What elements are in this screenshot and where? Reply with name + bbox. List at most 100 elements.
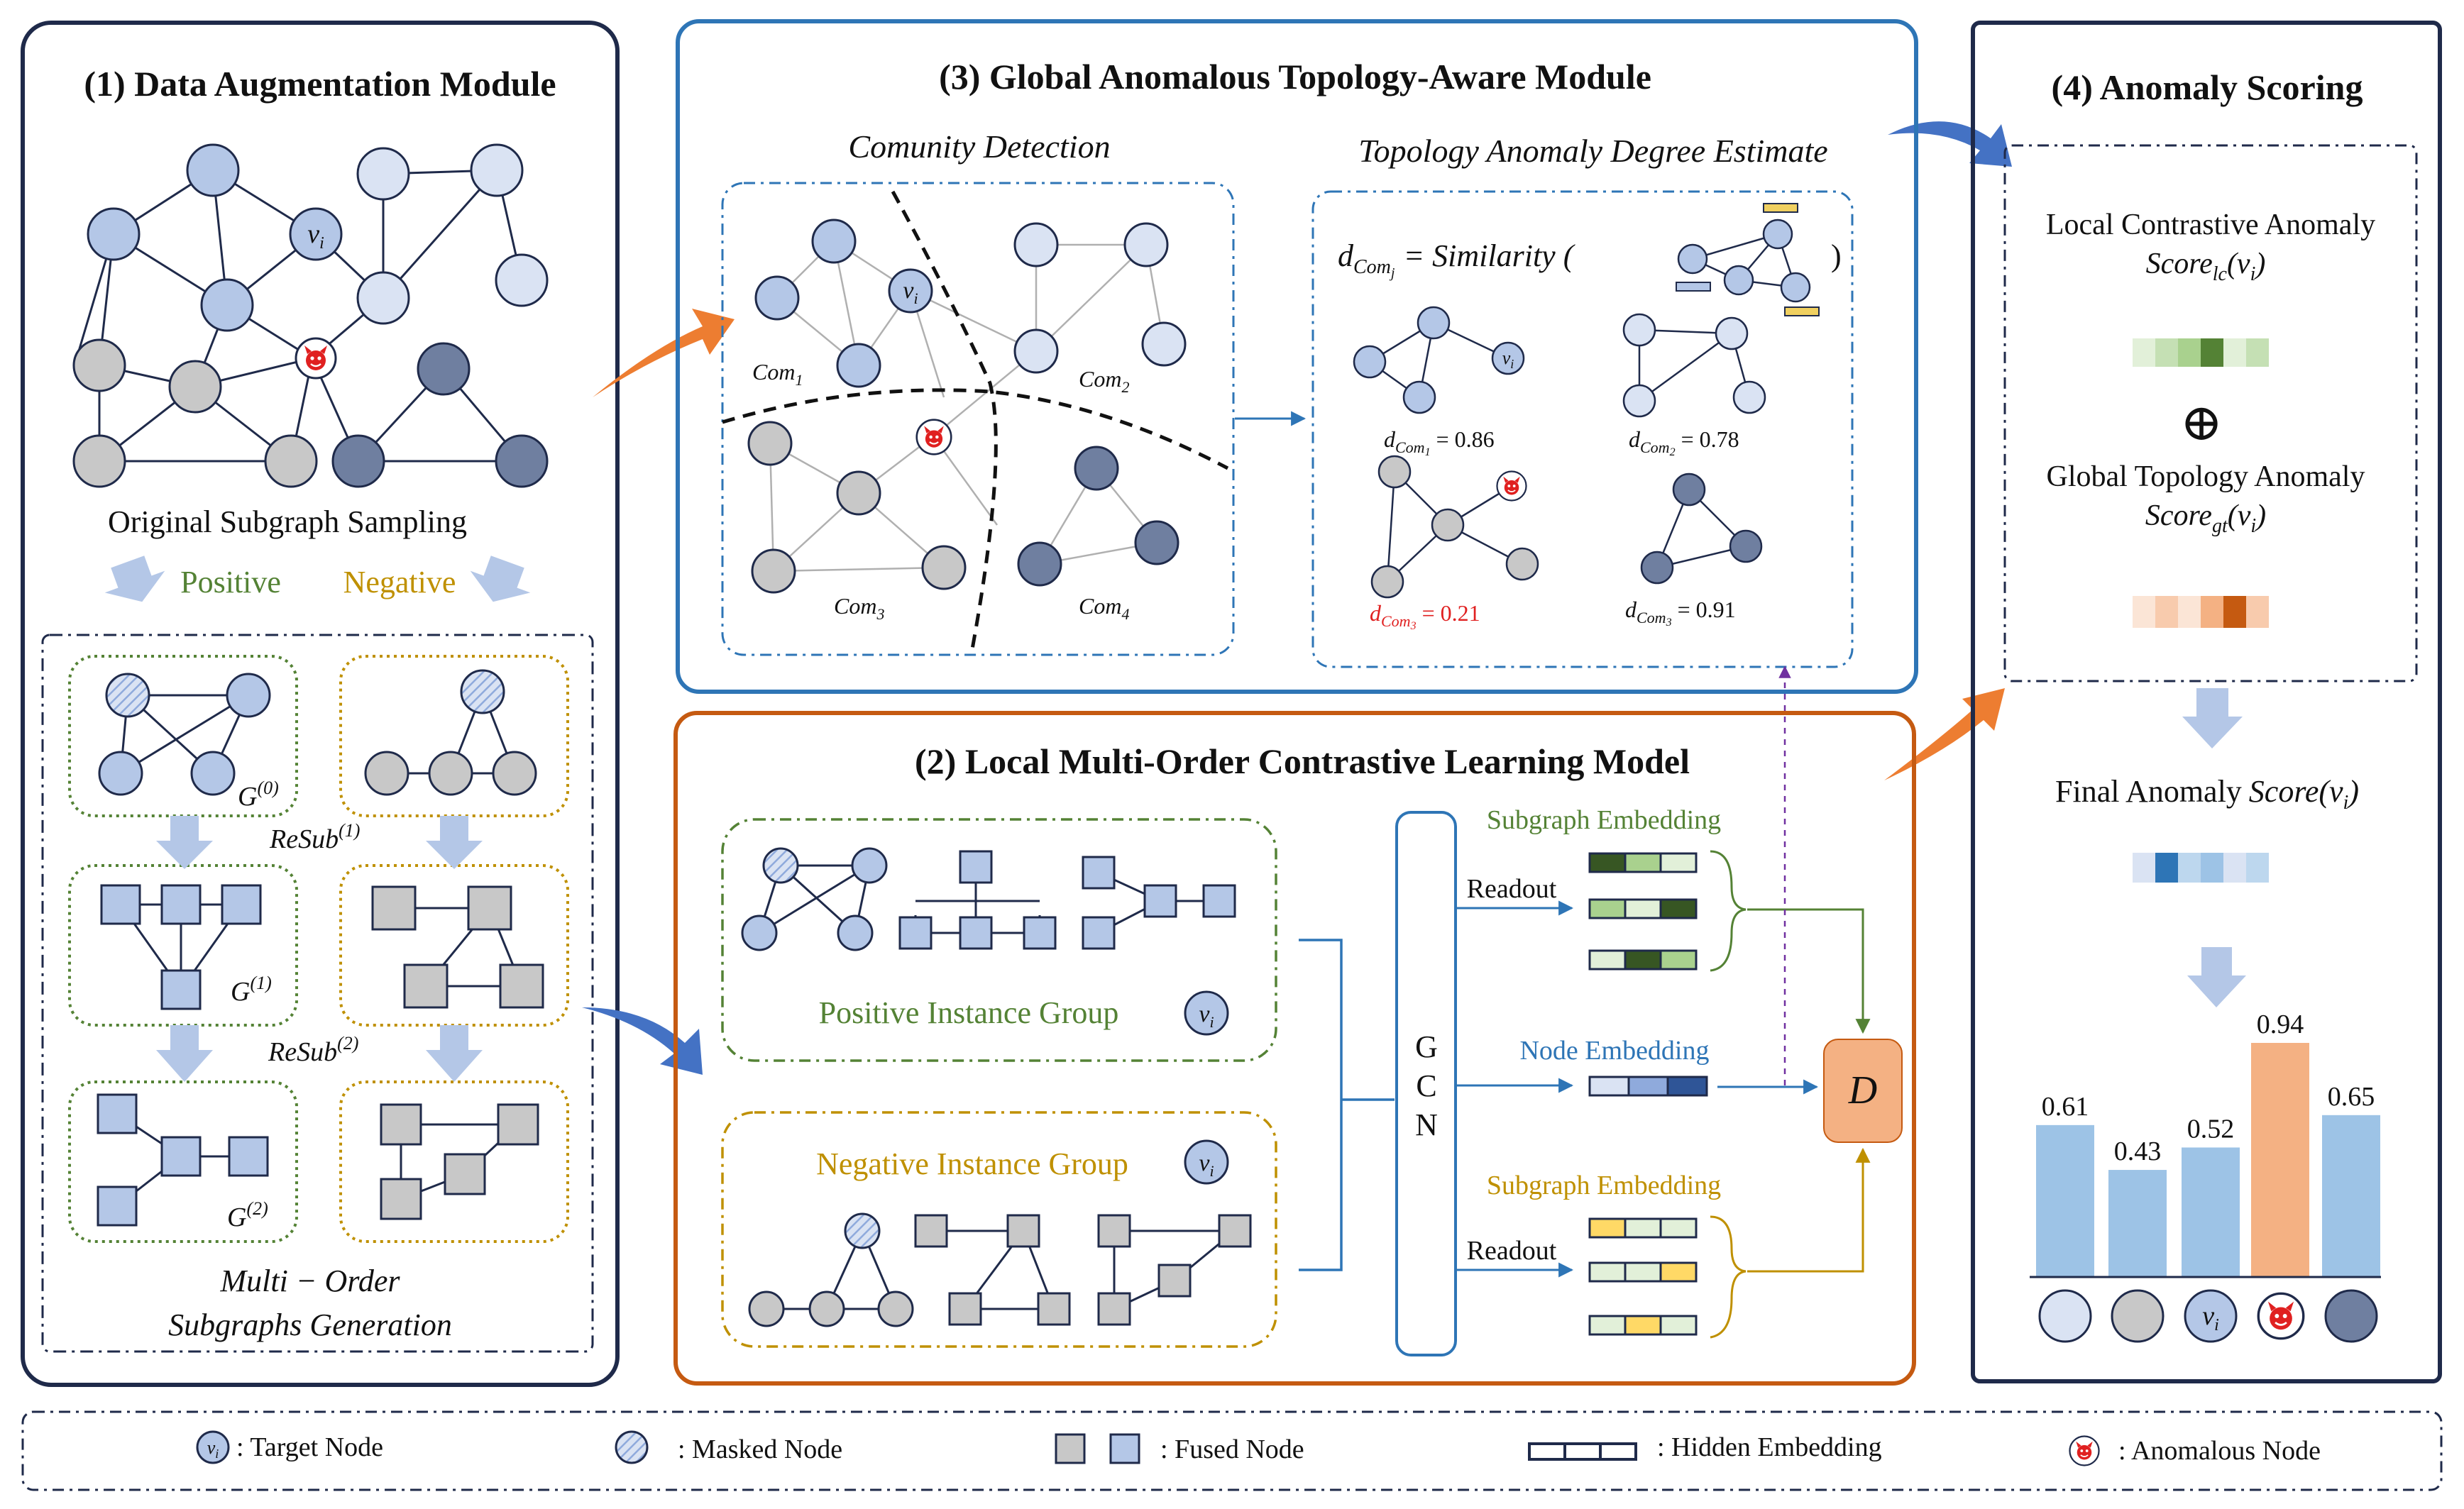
positive-g1-box	[68, 864, 298, 1027]
devil-face-icon	[2069, 1435, 2100, 1466]
subgraph-embedding-bottom-label: Subgraph Embedding	[1487, 1171, 1721, 1200]
graph-node	[72, 338, 126, 392]
graph-node	[186, 143, 240, 197]
module3-global-topology: (3) Global Anomalous Topology-Aware Modu…	[676, 19, 1918, 694]
d-com3-anomalous: dCom3= 0.21	[1370, 600, 1480, 632]
graph-node	[87, 207, 141, 261]
devil-face-icon	[295, 337, 337, 380]
positive-label: Positive	[180, 565, 281, 599]
topology-estimate-label: Topology Anomaly Degree Estimate	[1358, 133, 1827, 169]
gcn-label-c: C	[1416, 1068, 1436, 1103]
down-arrow-icon	[426, 816, 483, 869]
negative-box-3	[339, 1080, 569, 1243]
score-fusion-box	[2003, 144, 2418, 682]
final-score-vector	[2133, 853, 2269, 883]
g0-label: G(0)	[238, 778, 279, 812]
gcn-label-n: N	[1415, 1107, 1438, 1142]
discriminator-block	[1823, 1039, 1903, 1143]
target-node-label: vi	[1199, 1150, 1214, 1180]
d-com1: dCom1= 0.86	[1384, 426, 1495, 458]
negative-box-1	[339, 655, 569, 817]
target-node-label: vi	[1199, 1001, 1214, 1031]
local-score-vector	[2133, 338, 2269, 367]
score-bar-label: 0.65	[2328, 1082, 2375, 1112]
positive-group-label: Positive Instance Group	[819, 995, 1119, 1030]
score-bar-label: 0.61	[2042, 1092, 2089, 1122]
global-score-line2: Scoregt(vi)	[2145, 499, 2266, 537]
down-arrow-icon	[104, 555, 165, 602]
blue-arrow-to-module2	[582, 1007, 703, 1075]
similarity-formula: dComj= Similarity (	[1338, 238, 1575, 281]
local-score-line2: Scorelc(vi)	[2146, 248, 2266, 285]
original-graph-nodes	[72, 143, 549, 488]
score-bar	[2322, 1115, 2380, 1277]
graph-node	[356, 147, 410, 201]
negative-box-2	[339, 864, 569, 1027]
score-bar-label: 0.52	[2187, 1114, 2235, 1144]
graph-node	[417, 342, 471, 396]
graph-node	[168, 360, 222, 414]
module2-title: (2) Local Multi-Order Contrastive Learni…	[915, 741, 1690, 781]
original-graph	[73, 169, 523, 463]
graph-node	[264, 434, 318, 488]
module4-anomaly-scoring: (4) Anomaly Scoring Local Contrastive An…	[1971, 21, 2442, 1383]
community-detection-label: Comunity Detection	[848, 128, 1110, 165]
graph-node	[356, 271, 410, 325]
positive-g2-box	[68, 1080, 298, 1243]
down-arrow-icon	[2187, 947, 2246, 1007]
orange-arrow-to-module4	[1884, 688, 2005, 780]
com3-label: Com3	[834, 593, 884, 623]
graph-node	[495, 434, 549, 488]
score-bar	[2108, 1170, 2167, 1277]
orange-arrow-to-module3	[593, 309, 735, 397]
target-node-label: vi	[307, 219, 324, 253]
topology-estimate-box	[1311, 190, 1854, 668]
com2-label: Com2	[1079, 366, 1129, 396]
legend-hidden-text: : Hidden Embedding	[1657, 1432, 1882, 1462]
global-score-line1: Global Topology Anomaly	[2047, 460, 2365, 493]
negative-label: Negative	[343, 565, 456, 599]
down-arrow-icon	[426, 1025, 483, 1082]
original-subgraph-label: Original Subgraph Sampling	[108, 504, 467, 539]
target-node-label: vi	[903, 277, 918, 307]
community-boundary	[891, 190, 998, 650]
module3-title: (3) Global Anomalous Topology-Aware Modu…	[939, 57, 1651, 96]
resub1-label: ReSub(1)	[269, 820, 360, 854]
global-score-vector	[2133, 596, 2269, 628]
devil-face-icon	[2257, 1292, 2305, 1340]
score-bar	[2251, 1043, 2309, 1277]
gcn-block	[1395, 811, 1457, 1356]
readout-top-label: Readout	[1467, 874, 1557, 904]
circled-plus-icon: ⊕	[2180, 394, 2223, 451]
legend-fused-node-gray	[1055, 1433, 1086, 1464]
module4-title: (4) Anomaly Scoring	[2052, 67, 2363, 107]
node-embedding-row	[1588, 1076, 1708, 1097]
masked-node	[105, 673, 150, 718]
module2-local-contrastive: (2) Local Multi-Order Contrastive Learni…	[673, 665, 1916, 1386]
graph-node	[470, 143, 524, 197]
legend-target-node	[196, 1430, 230, 1464]
legend-hidden-embedding	[1528, 1442, 1637, 1461]
down-arrow-icon	[156, 1025, 213, 1082]
devil-face-icon	[1496, 470, 1527, 502]
module1-data-augmentation: (1) Data Augmentation Module	[21, 21, 620, 1387]
score-bar-label: 0.94	[2257, 1010, 2304, 1039]
legend-masked-node	[615, 1430, 649, 1464]
embedding-rows-negative	[1588, 1217, 1698, 1336]
gcn-label-g: G	[1415, 1029, 1438, 1064]
positive-g0-box	[68, 655, 298, 817]
negative-group-label: Negative Instance Group	[816, 1146, 1128, 1181]
legend-fused-text: : Fused Node	[1160, 1435, 1304, 1464]
community-box	[721, 182, 1235, 656]
formula-close: )	[1831, 238, 1842, 273]
target-node-label: vi	[207, 1437, 219, 1461]
down-arrow-icon	[2182, 688, 2243, 748]
score-bar	[2036, 1124, 2094, 1277]
score-bar	[2182, 1147, 2240, 1277]
down-arrow-icon	[156, 816, 213, 869]
multi-order-line1: Multi − Order	[220, 1264, 401, 1298]
multi-order-line2: Subgraphs Generation	[168, 1308, 452, 1342]
score-bar-label: 0.43	[2114, 1137, 2162, 1166]
graph-node	[200, 278, 254, 332]
target-node-label: vi	[1502, 348, 1514, 371]
